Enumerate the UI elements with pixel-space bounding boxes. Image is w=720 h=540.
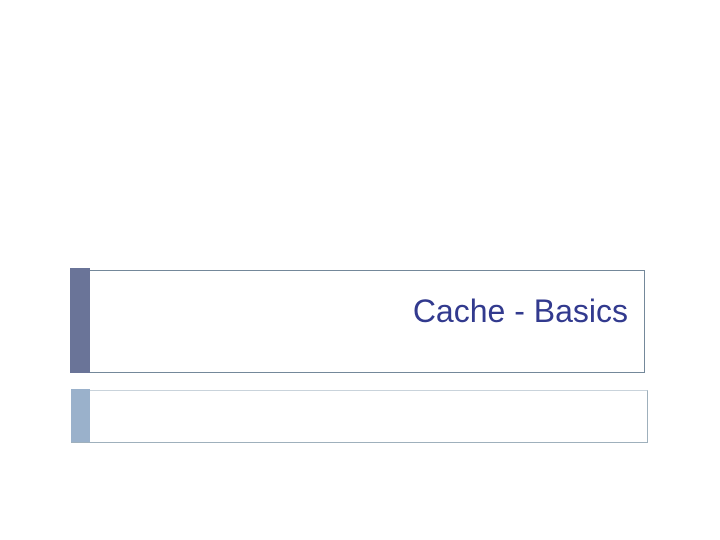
subtitle-placeholder-box	[71, 390, 648, 443]
title-accent-bar	[70, 268, 90, 373]
subtitle-accent-bar	[71, 389, 90, 442]
slide-title: Cache - Basics	[412, 292, 628, 329]
title-box: Cache - Basics	[70, 270, 645, 373]
